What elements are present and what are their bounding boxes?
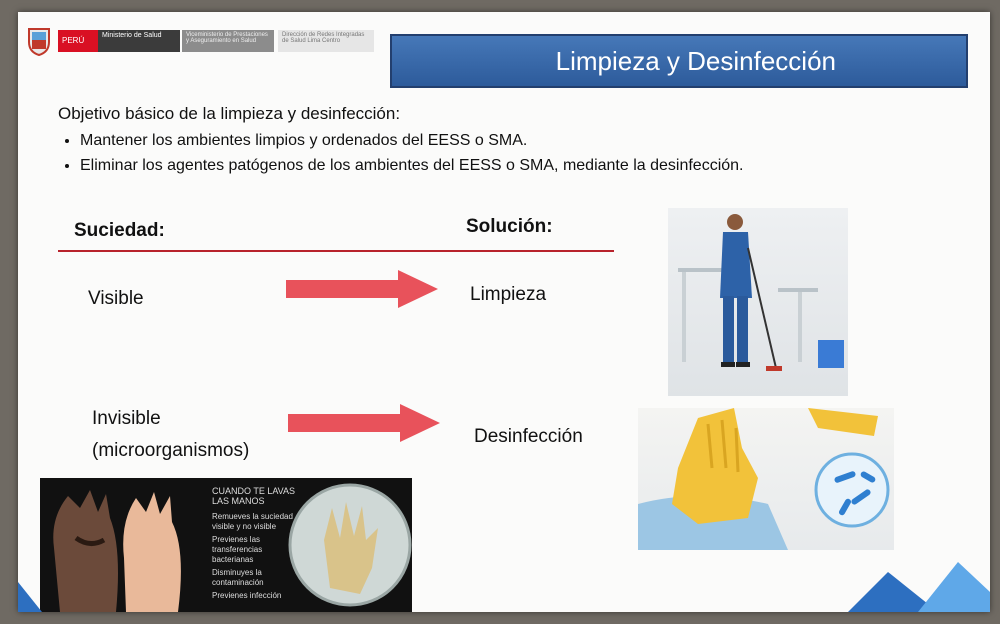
glove-illustration <box>638 408 890 550</box>
cleaner-illustration <box>678 214 844 371</box>
dirt-header: Suciedad: <box>74 220 165 241</box>
poster-line: Disminuyes la contaminación <box>212 568 264 587</box>
coat-of-arms-icon <box>28 28 50 56</box>
bullet-item: Mantener los ambientes limpios y ordenad… <box>80 128 744 153</box>
ministry-logo: Ministerio de Salud <box>98 30 180 52</box>
poster-line: Previenes las transferencias bacterianas <box>212 535 263 564</box>
poster-text: CUANDO TE LAVAS LAS MANOS Remueves la su… <box>212 486 302 601</box>
poster-line: Previenes infección <box>212 591 282 600</box>
slide-title: Limpieza y Desinfección <box>390 34 968 88</box>
viceministry-logo: Viceministerio de Prestaciones y Asegura… <box>182 30 274 52</box>
arrow-right-icon <box>288 404 440 442</box>
dirt-microorganisms-label: (microorganismos) <box>92 440 250 461</box>
poster-line: Remueves la suciedad visible y no visibl… <box>212 512 293 531</box>
cleaner-photo <box>668 208 848 396</box>
bullet-list: Mantener los ambientes limpios y ordenad… <box>58 128 744 178</box>
intro-text: Objetivo básico de la limpieza y desinfe… <box>58 104 401 123</box>
poster-title: CUANDO TE LAVAS LAS MANOS <box>212 486 296 506</box>
header-logos: PERÚ Ministerio de Salud Viceministerio … <box>26 22 376 64</box>
arrow-right-icon <box>286 270 438 308</box>
hands-illustration <box>53 483 412 612</box>
bottom-decoration <box>18 562 990 612</box>
bullet-item: Eliminar los agentes patógenos de los am… <box>80 153 744 178</box>
glove-disinfection-photo <box>638 408 894 550</box>
peru-logo: PERÚ <box>58 30 102 52</box>
slide: PERÚ Ministerio de Salud Viceministerio … <box>18 12 990 612</box>
handwashing-poster: CUANDO TE LAVAS LAS MANOS Remueves la su… <box>40 478 412 612</box>
dirt-visible-label: Visible <box>88 288 144 309</box>
solution-cleaning-label: Limpieza <box>470 284 547 305</box>
solution-header: Solución: <box>466 216 553 237</box>
header-divider <box>58 250 614 252</box>
dirt-invisible-label: Invisible <box>92 408 161 429</box>
direction-logo: Dirección de Redes Integradas de Salud L… <box>278 30 374 52</box>
solution-disinfection-label: Desinfección <box>474 426 583 447</box>
